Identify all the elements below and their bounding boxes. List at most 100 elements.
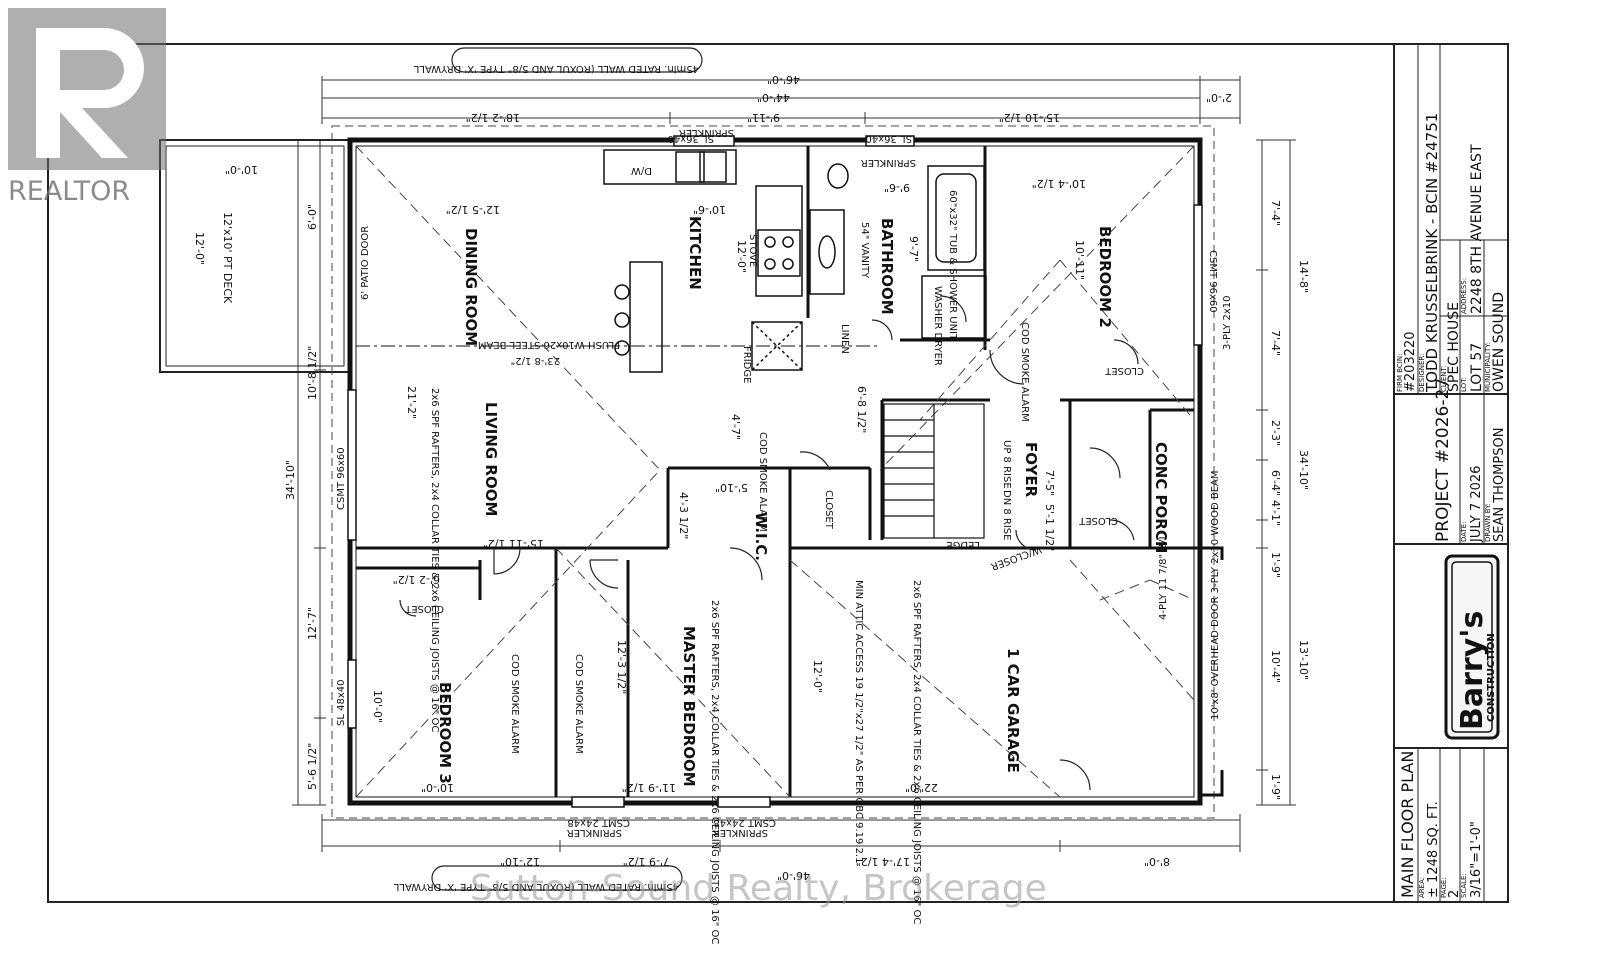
page-number: 2 xyxy=(1447,890,1462,898)
tub-label: 60"x32" TUB & SHOWER UNIT xyxy=(947,190,958,341)
room-bathroom: BATHROOM xyxy=(878,218,896,315)
patio-door-label: 6' PATIO DOOR xyxy=(360,226,371,300)
realtor-wordmark: REALTOR xyxy=(8,176,130,207)
dimension-texts: 46'-0" 44'-0" 18'-2 1/2" 9'-11" 15'-10 1… xyxy=(284,73,1310,882)
room-closet-foyer: CLOSET xyxy=(1078,515,1118,526)
stove-label: STOVE xyxy=(747,234,758,267)
dim-foyer-w: 7'-5" xyxy=(1043,470,1056,496)
fire-wall-note-bottom: 45min. RATED WALL (ROXUL AND 5/8" TYPE '… xyxy=(393,865,683,892)
title-block: FIRM BCIN: #203220 DESIGNER: TODD KRUSSE… xyxy=(1393,43,1509,903)
scale: 3/16"=1'-0" xyxy=(1469,821,1484,898)
dim-top-seg-3: 15'-10 1/2" xyxy=(999,111,1060,124)
builder-logo: Barry's CONSTRUCTION xyxy=(1444,554,1500,740)
roof-hip-lines xyxy=(355,145,1195,798)
dishwasher-label: D/W xyxy=(631,165,652,176)
csmt-bottom-2: CSMT 24x48 xyxy=(713,817,776,828)
lvl-beam-note: 4-PLY 11 7/8" LVL xyxy=(1158,533,1169,620)
attic-access-note: MIN ATTIC ACCESS 19 1/2"x27 1/2" AS PER … xyxy=(853,580,864,863)
roofline-dashed xyxy=(331,125,1215,819)
rafters-living-note: 2x6 SPF RAFTERS, 2x4 COLLAR TIES & 2x6 C… xyxy=(429,388,440,732)
brokerage-watermark: Sutton-Sound Realty, Brokerage xyxy=(470,868,1047,909)
steel-beam-label: FLUSH W10x26 STEEL BEAM xyxy=(478,339,620,350)
room-garage: 1 CAR GARAGE xyxy=(1004,648,1022,773)
kitchen-fixtures xyxy=(603,149,803,373)
municipality: OWEN SOUND xyxy=(1491,292,1507,392)
dim-right-7: 1'-9" xyxy=(1269,552,1282,578)
washer-dryer-label: WASHER DRYER xyxy=(932,286,943,366)
municipality-label: MUNICIPALITY: xyxy=(1484,342,1492,392)
stairs xyxy=(883,403,985,539)
dimension-lines xyxy=(292,76,1296,852)
client: SPEC HOUSE xyxy=(1446,302,1462,392)
logo-text-2: CONSTRUCTION xyxy=(1486,633,1497,722)
area: ± 1248 SQ. FT. xyxy=(1426,801,1441,898)
windows xyxy=(347,135,1203,808)
dim-bath-w: 9'-6" xyxy=(884,181,910,194)
area-label: AREA: xyxy=(1418,877,1426,898)
address: 2248 8TH AVENUE EAST xyxy=(1469,144,1485,314)
logo-text-1: Barry's xyxy=(1455,611,1490,730)
deck-label: 12'x10' PT DECK xyxy=(221,212,234,304)
designer-label: DESIGNER: xyxy=(1418,354,1426,392)
room-dining: DINING ROOM xyxy=(462,228,480,346)
realtor-logo: REALTOR xyxy=(8,8,166,207)
csmt-b2: CSMT 96x60 xyxy=(1207,250,1218,313)
dim-wic-d: 4'-3 1/2" xyxy=(677,492,690,539)
room-living: LIVING ROOM xyxy=(482,402,500,516)
smoke-alarm-master: COD SMOKE ALARM xyxy=(573,654,584,754)
dim-kitchen-w: 10'-6" xyxy=(693,203,726,216)
dim-living-w: 15'-11 1/2" xyxy=(483,537,544,550)
dim-bottom-seg-3: 17'-4 1/2" xyxy=(856,855,910,868)
dim-master-d: 12'-3 1/2" xyxy=(615,640,628,694)
dim-b2-w: 10'-4 1/2" xyxy=(1032,177,1086,190)
room-closet-hall: CLOSET xyxy=(823,490,834,530)
room-conc-porch: CONC PORCH xyxy=(1152,442,1170,553)
sprinkler-bottom-1: SPRINKLER xyxy=(567,827,622,838)
ledge-label: LEDGE xyxy=(946,539,980,550)
dim-beam-length: 23'-8 1/2" xyxy=(511,355,560,366)
dim-garage-w: 22'-0" xyxy=(905,781,938,794)
up-rise-label: UP 8 RISE xyxy=(1001,440,1012,489)
dim-right-9: 13'-10" xyxy=(1297,640,1310,680)
fire-wall-bottom-text: 45min. RATED WALL (ROXUL AND 5/8" TYPE '… xyxy=(393,881,679,892)
scale-label: SCALE: xyxy=(1460,873,1468,898)
dim-right-overall: 34'-10" xyxy=(1297,450,1310,490)
lot-label: LOT: xyxy=(1460,377,1468,392)
dim-bath-d: 9'-7" xyxy=(907,236,920,262)
dim-bottom-overall: 46'-0" xyxy=(777,869,810,882)
dim-top-overall-2: 44'-0" xyxy=(757,91,790,104)
dim-deck-depth: 12'-0" xyxy=(193,232,206,265)
room-bedroom-2: BEDROOM 2 xyxy=(1096,226,1114,328)
firm-bcin-label: FIRM BCIN: xyxy=(1396,354,1404,392)
interior-walls xyxy=(356,146,1194,797)
room-dimensions: 12'-5 1/2" 10'-6" 9'-6" 10'-4 1/2" 15'-1… xyxy=(371,177,1086,794)
room-foyer: FOYER xyxy=(1022,442,1040,498)
csmt-bottom-1: CSMT 24x48 xyxy=(567,817,630,828)
sheet-border xyxy=(47,43,1509,903)
dn-rise-label: DN 8 RISE xyxy=(1001,490,1012,540)
smoke-alarm-b3: COD SMOKE ALARM xyxy=(509,654,520,754)
deck: 10'-0" 12'-0" 12'x10' PT DECK xyxy=(159,139,351,373)
sprinkler-top: SPRINKLER xyxy=(679,127,734,138)
dim-foyer-d: 5'-1 1/2" xyxy=(1043,504,1056,551)
dim-right-1: 7'-4" xyxy=(1269,200,1282,226)
dim-bottom-seg-1: 12'-10" xyxy=(500,855,540,868)
dim-garage-d: 12'-0" xyxy=(811,660,824,693)
sl-top: SL 36x40 xyxy=(668,133,714,144)
smoke-alarm-hall: COD SMOKE ALARM xyxy=(757,432,768,532)
dim-right-4: 2'-3" xyxy=(1269,420,1282,446)
room-bedroom-3: BEDROOM 3 xyxy=(436,682,454,784)
dim-hall-d: 6'-8 1/2" xyxy=(855,386,868,433)
dim-top-seg-1: 18'-2 1/2" xyxy=(466,111,520,124)
room-closet-b3: CLOSET xyxy=(404,603,444,614)
dim-dining-w: 12'-5 1/2" xyxy=(446,203,500,216)
sprinkler-bath: SPRINKLER xyxy=(861,157,916,168)
date-label: DATE: xyxy=(1460,521,1468,542)
dim-b3-w: 10'-0" xyxy=(421,781,454,794)
smoke-alarm-b2: COD SMOKE ALARM xyxy=(1019,322,1030,422)
sheet-title: MAIN FLOOR PLAN xyxy=(1398,751,1417,898)
ply-2x10-note: 3-PLY 2x10 xyxy=(1222,295,1233,350)
dim-kitchen-d: 12'-0" xyxy=(735,240,748,273)
dim-closet-b3-w: 6'-2 1/2" xyxy=(393,573,440,586)
